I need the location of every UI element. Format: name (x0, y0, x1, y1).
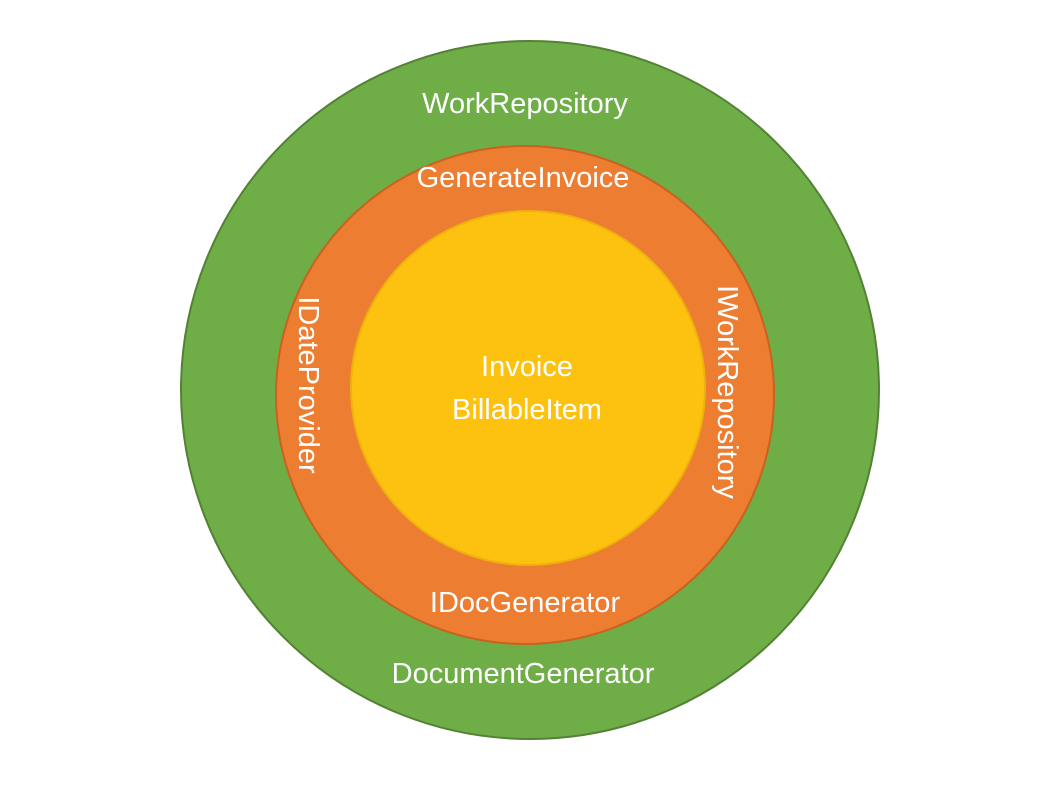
middle-circle-bottom-label: IDocGenerator (429, 587, 621, 619)
outer-circle-bottom-label: DocumentGenerator (391, 658, 655, 690)
inner-circle-label: Invoice BillableItem (452, 346, 602, 432)
outer-circle-top-label: WorkRepository (422, 88, 628, 120)
middle-circle-left-label: IDateProvider (292, 296, 324, 474)
inner-circle (350, 210, 706, 566)
middle-circle-right-label: IWorkRepository (711, 285, 743, 499)
middle-circle-top-label: GenerateInvoice (416, 162, 630, 194)
inner-circle-label-line2: BillableItem (452, 394, 602, 426)
inner-circle-label-line1: Invoice (481, 351, 573, 383)
